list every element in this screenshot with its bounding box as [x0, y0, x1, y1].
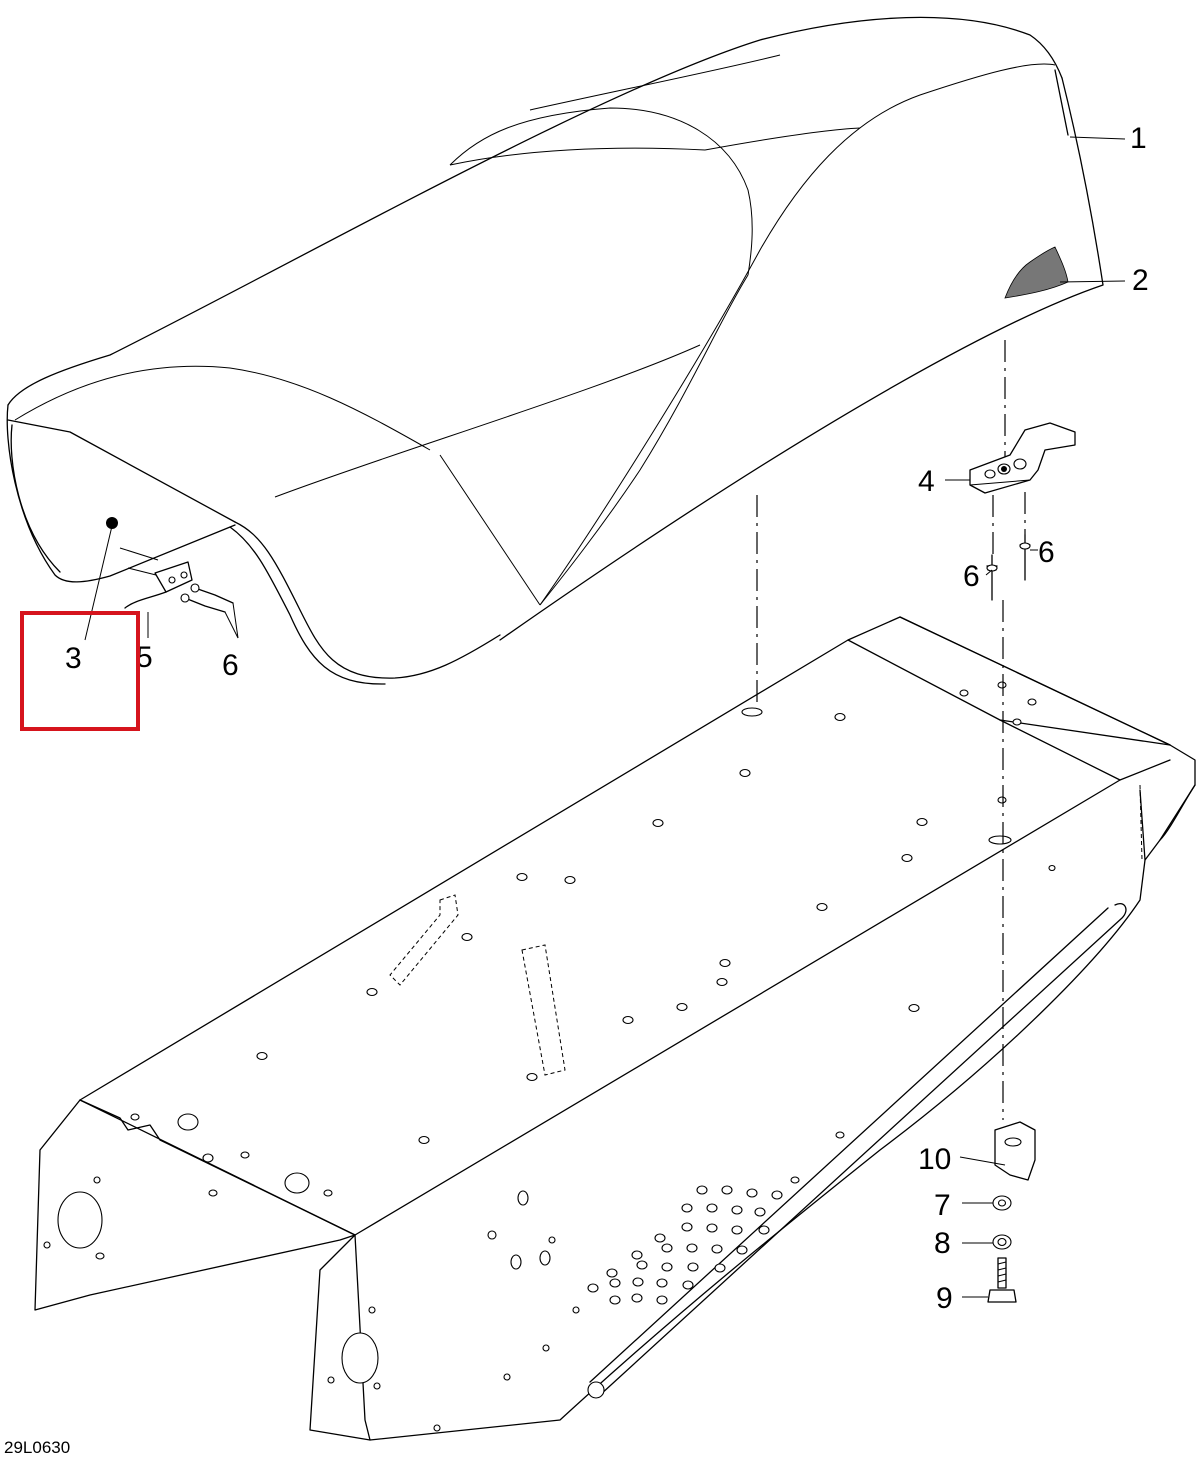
callout-10: 10 [918, 1143, 951, 1176]
leader-lines [84, 136, 1126, 1298]
callout-4: 4 [918, 465, 935, 498]
callout-1: 1 [1130, 122, 1147, 155]
seat-marker-dot [106, 517, 118, 529]
assembly-centerlines [756, 340, 1026, 1120]
figure-reference: 29L0630 [4, 1438, 70, 1457]
lock-washer [992, 1234, 1012, 1250]
callout-8: 8 [934, 1227, 951, 1260]
callout-6-front: 6 [222, 649, 239, 682]
callout-3: 3 [65, 642, 82, 675]
seat-label-patch [1004, 246, 1069, 299]
side-holes [43, 1113, 845, 1432]
front-hinge-bracket [119, 547, 239, 639]
washer [992, 1195, 1012, 1211]
callout-7: 7 [934, 1189, 951, 1222]
callout-2: 2 [1132, 264, 1149, 297]
callout-9: 9 [936, 1282, 953, 1315]
perforation-holes [587, 1185, 783, 1305]
callout-6-clip-left: 6 [963, 560, 980, 593]
callout-6-clip-right: 6 [1038, 536, 1055, 569]
callout-5: 5 [136, 641, 153, 674]
seat-clip [969, 422, 1076, 494]
hex-bolt [987, 1257, 1017, 1303]
seat-cushion [6, 16, 1104, 685]
deck-holes [256, 681, 1056, 1145]
seat-base-frame [34, 616, 1196, 1441]
lower-seat-clip [994, 1121, 1036, 1181]
